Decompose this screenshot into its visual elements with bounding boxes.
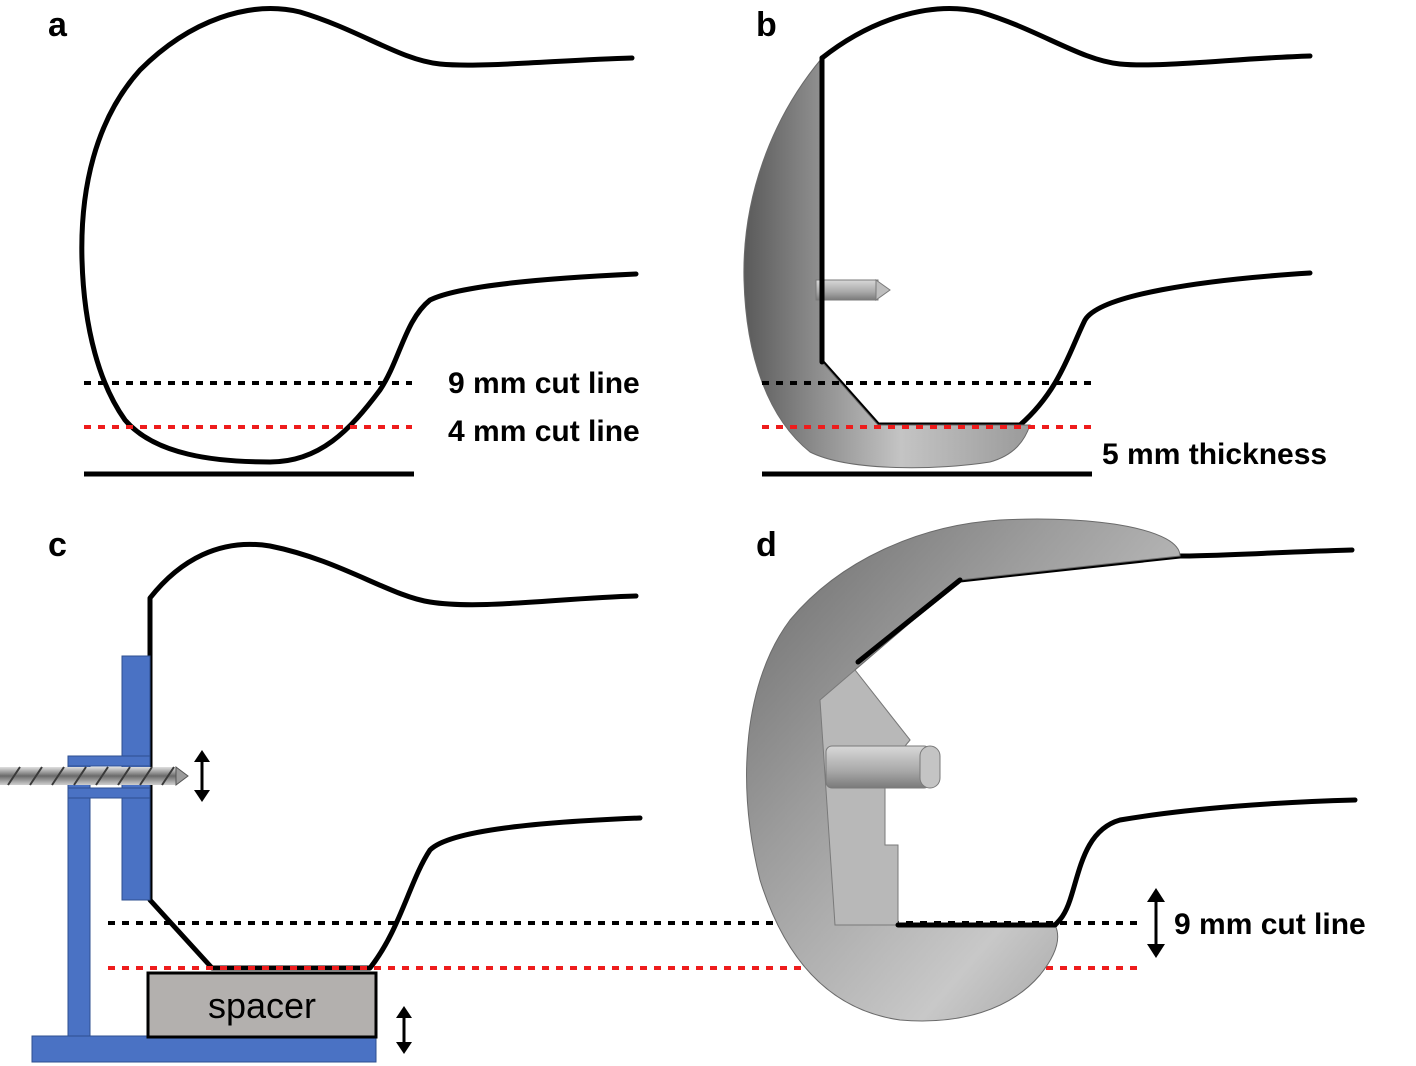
panel-b-implant [743,56,1031,469]
panel-d-letter: d [756,526,777,564]
panel-b-label-thickness: 5 mm thickness [1102,438,1327,471]
panel-c-drill-adjust-arrow [194,750,210,802]
panel-c-spacer-label: spacer [208,985,316,1026]
panel-d-anterior-cut-edge [855,577,963,665]
panel-a-femur-outline [79,6,639,465]
panel-c-drill-bit [0,766,189,786]
panel-d-label-9mm: 9 mm cut line [1174,908,1366,941]
panel-c-cutting-jig [31,655,377,1063]
jig-vertical-post [67,755,91,1041]
panel-b: b 5 mm thickness [743,6,1327,477]
jig-lower-arm [67,787,151,799]
panel-a-label-4mm: 4 mm cut line [448,415,640,448]
panel-b-implant-peg [815,279,891,301]
panel-b-letter: b [756,6,777,44]
panel-c-spacer [146,971,378,1039]
panel-a-label-9mm: 9 mm cut line [448,367,640,400]
panel-c: c spacer [0,526,1142,1063]
panel-d-implant-inner-face [819,669,911,926]
jig-upper-arm [67,755,151,767]
panel-c-spacer-adjust-arrow [396,1006,412,1054]
panel-c-femur-outline [147,541,643,971]
panel-a: a 9 mm cut line 4 mm cut line [48,6,640,477]
panel-a-letter: a [48,6,68,44]
panel-d-cut-depth-arrow [1147,888,1165,958]
panel-b-femur-outline [819,6,1313,428]
panel-d-implant [746,518,1181,1022]
panel-d: d 9 mm cut line [746,518,1366,1022]
jig-base-plate [31,1035,377,1063]
panel-c-letter: c [48,526,67,564]
panel-d-implant-peg [825,745,941,789]
